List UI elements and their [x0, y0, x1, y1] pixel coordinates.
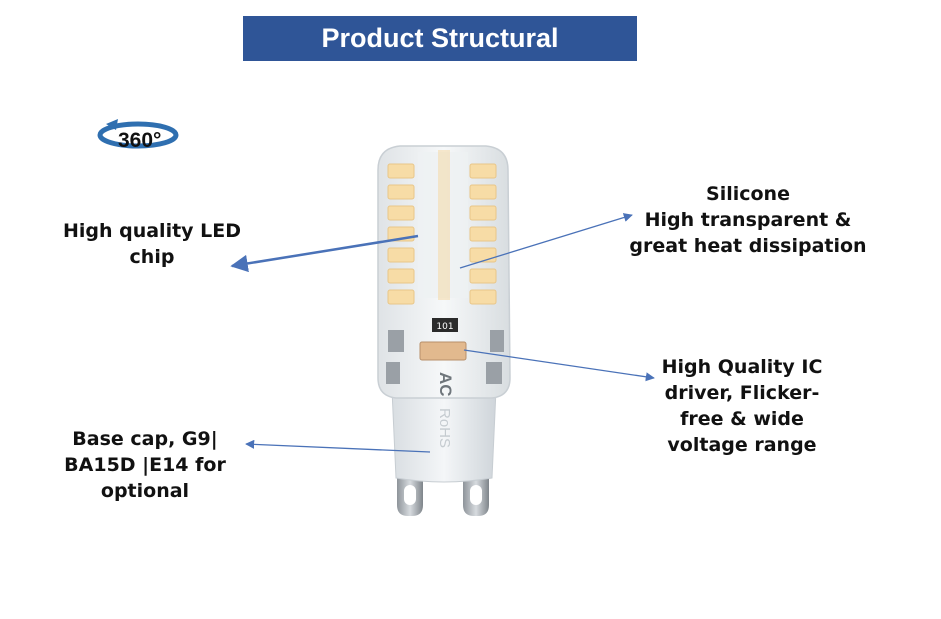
callout-led-chip-line-1: High quality LED [62, 220, 242, 242]
resistor-mark: 101 [436, 322, 453, 332]
page-title: Product Structural [321, 23, 559, 53]
callout-led-chip: High quality LED chip [52, 218, 252, 270]
rotate-360-icon [97, 119, 179, 149]
arrow-ic-driver [463, 349, 655, 382]
callout-silicone-line-3: great heat dissipation [629, 235, 867, 257]
callout-base-cap-line-2: BA15D |E14 for [64, 454, 226, 476]
callout-ic-driver-line-4: voltage range [667, 434, 817, 456]
rohs-mark: RoHS [436, 408, 453, 448]
callout-base-cap: Base cap, G9| BA15D |E14 for optional [52, 426, 238, 504]
rotation-label: 360° [118, 129, 162, 152]
ic-driver-components: 101 AC [386, 318, 504, 397]
callout-silicone: Silicone High transparent & great heat d… [620, 181, 876, 259]
callout-silicone-line-2: High transparent & [644, 209, 852, 231]
callout-led-chip-line-2: chip [129, 246, 175, 268]
led-chips [387, 163, 497, 305]
bulb-base-cap: RoHS [391, 389, 497, 483]
callout-ic-driver-line-3: free & wide [680, 408, 804, 430]
bulb-pins [397, 470, 489, 516]
callout-base-cap-line-1: Base cap, G9| [72, 428, 218, 450]
arrow-base-cap [245, 439, 431, 453]
arrow-led-chip [230, 234, 419, 273]
callout-base-cap-line-3: optional [100, 480, 190, 502]
callout-ic-driver-line-1: High Quality IC [661, 356, 823, 378]
ac-mark: AC [436, 372, 455, 397]
title-banner: Product Structural [243, 16, 637, 61]
callout-silicone-line-1: Silicone [706, 183, 790, 205]
callout-ic-driver: High Quality IC driver, Flicker- free & … [648, 354, 836, 458]
callout-ic-driver-line-2: driver, Flicker- [664, 382, 820, 404]
arrow-silicone [459, 213, 633, 269]
